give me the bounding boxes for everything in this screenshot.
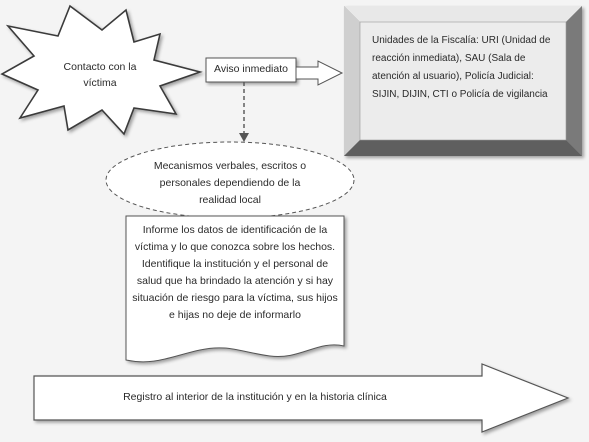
report-contents-label: Informe los datos de identificación de l… <box>132 224 338 321</box>
notice-arrow <box>295 60 344 86</box>
start-event-starburst <box>0 4 203 136</box>
channels-label: Mecanismos verbales, escritos o personal… <box>153 160 307 206</box>
notice-label: Aviso inmediato <box>214 63 288 75</box>
start-event-label: Contacto con la víctima <box>63 61 137 89</box>
final-step-label: Registro al interior de la institución y… <box>123 391 387 403</box>
recipients-label: Unidades de la Fiscalía: URI (Unidad de … <box>372 35 551 100</box>
report-document <box>125 215 345 363</box>
final-step-arrow <box>33 363 570 433</box>
recipients-box <box>344 6 582 156</box>
dashed-connector-arrowhead <box>239 133 249 142</box>
